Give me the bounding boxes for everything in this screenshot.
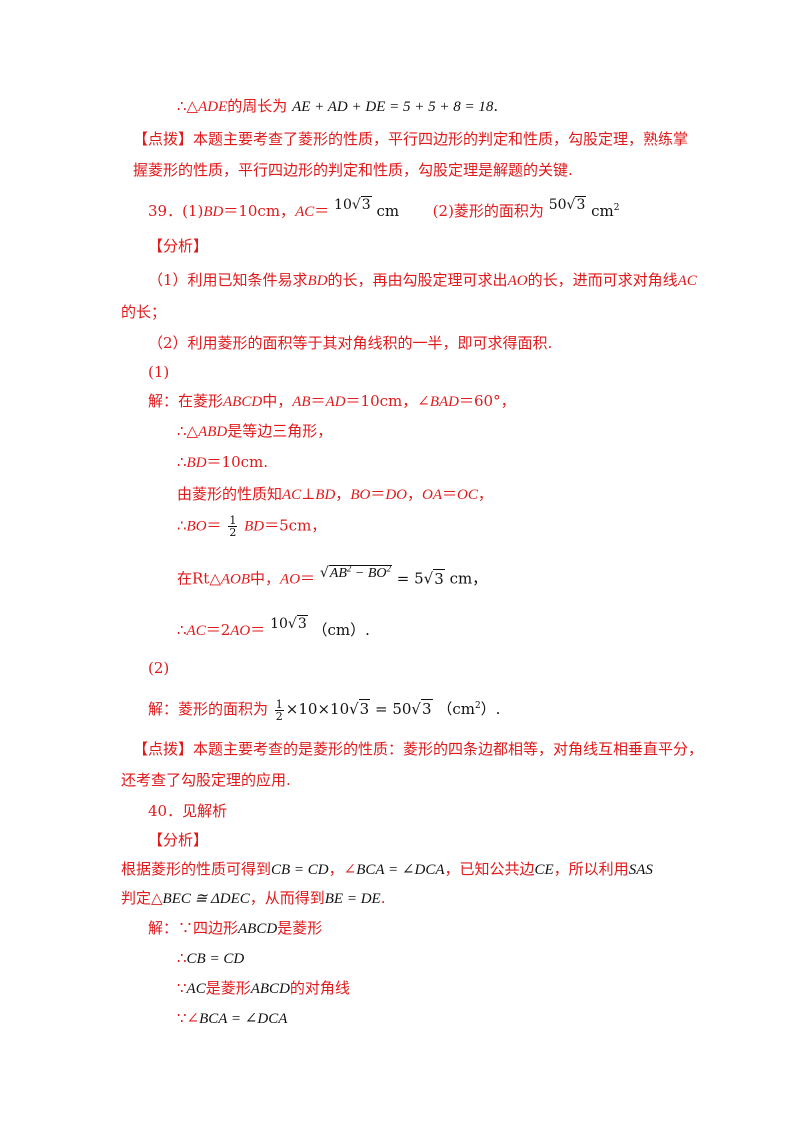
analysis-heading-40: 【分析】 <box>148 831 209 849</box>
part-2-label: (2) <box>148 659 170 677</box>
hint-line-1: 【点拨】本题主要考查了菱形的性质，平行四边形的判定和性质，勾股定理，熟练掌 <box>133 130 689 148</box>
line-ade-perimeter: ∴△ADE的周长为 AE + AD + DE = 5 + 5 + 8 = 18. <box>177 97 499 115</box>
ac-result: 10√3 <box>270 615 308 632</box>
analysis-part-1: （1）利用已知条件易求BD的长，再由勾股定理可求出AO的长，进而可求对角线AC <box>148 271 697 289</box>
solution-step-6: 在Rt△AOB中，AO＝ √AB2 − BO2 = 5√3 cm， <box>177 563 488 588</box>
perimeter-equation: AE + AD + DE = 5 + 5 + 8 = 18 <box>292 99 494 115</box>
sqrt-expression: √AB2 − BO2 <box>319 563 392 581</box>
part-1-label: (1) <box>148 363 170 381</box>
analysis-heading: 【分析】 <box>148 237 209 255</box>
solution-step-4: 由菱形的性质知AC⊥BD，BO＝DO，OA＝OC， <box>177 485 493 503</box>
hint-2-line-2: 还考查了勾股定理的应用. <box>121 771 291 789</box>
ac-value: 10√3 <box>334 196 372 213</box>
proof-line-4: ∵∠BCA = ∠DCA <box>177 1009 288 1027</box>
area-value: 50√3 <box>548 196 587 213</box>
analysis-part-1-cont: 的长； <box>121 303 167 321</box>
solution-step-1: 解：在菱形ABCD中，AB＝AD＝10cm，∠BAD＝60°， <box>148 392 516 410</box>
proof-line-2: ∴CB = CD <box>177 949 245 967</box>
analysis-40-line-1: 根据菱形的性质可得到CB = CD，∠BCA = ∠DCA，已知公共边CE，所以… <box>121 860 653 878</box>
proof-line-3: ∵AC是菱形ABCD的对角线 <box>177 979 350 997</box>
answer-40: 40．见解析 <box>148 802 228 820</box>
solution-step-2: ∴△ABD是等边三角形， <box>177 422 333 440</box>
proof-line-1: 解：∵四边形ABCD是菱形 <box>148 919 323 937</box>
answer-39: 39．(1)BD＝10cm，AC＝ 10√3 cm (2)菱形的面积为 50√3… <box>148 196 620 220</box>
analysis-40-line-2: 判定△BEC ≅ ΔDEC，从而得到BE = DE. <box>121 889 386 907</box>
hint-2-line-1: 【点拨】本题主要考查的是菱形的性质：菱形的四条边都相等，对角线互相垂直平分， <box>133 740 704 758</box>
solution-step-7: ∴AC＝2AO＝ 10√3 （cm）. <box>177 615 370 639</box>
analysis-part-2: （2）利用菱形的面积等于其对角线积的一半，即可求得面积. <box>148 334 553 352</box>
solution-step-3: ∴BD＝10cm. <box>177 453 269 471</box>
hint-line-2: 握菱形的性质，平行四边形的判定和性质，勾股定理是解题的关键. <box>133 161 573 179</box>
